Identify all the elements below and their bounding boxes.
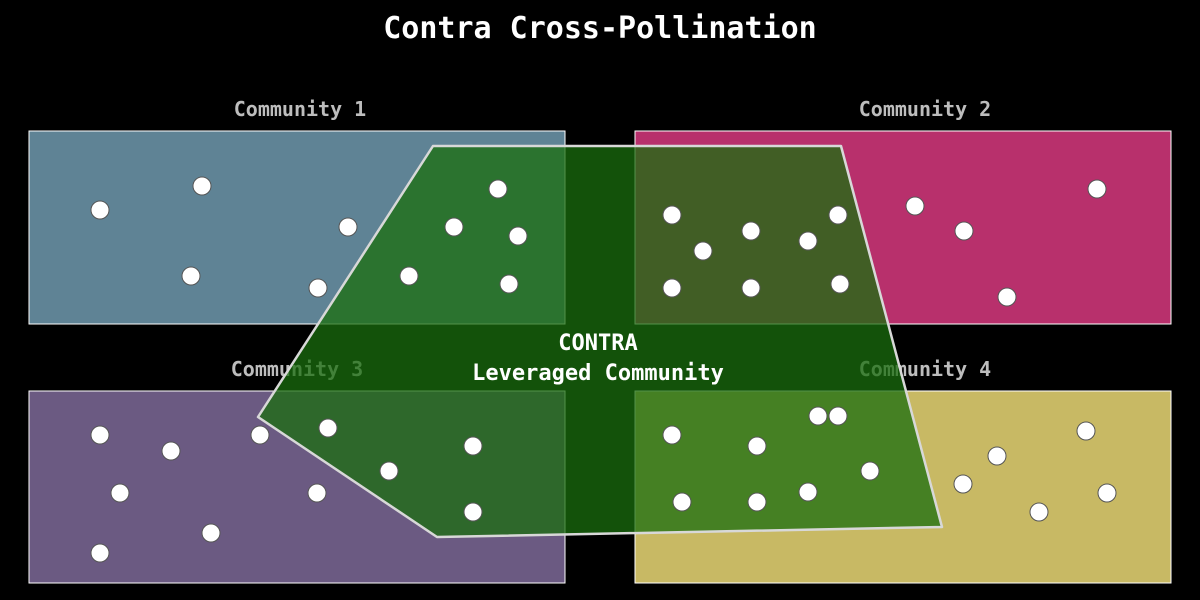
node: [953, 474, 973, 494]
node: [662, 278, 682, 298]
node: [747, 436, 767, 456]
community-2-nodes: [905, 179, 1107, 307]
node: [192, 176, 212, 196]
node: [338, 217, 358, 237]
node: [693, 241, 713, 261]
node: [828, 406, 848, 426]
community-2-label: Community 2: [859, 97, 991, 121]
page-title: Contra Cross-Pollination: [383, 11, 816, 46]
node: [318, 418, 338, 438]
contra-subtitle: Leveraged Community: [472, 361, 724, 386]
node: [662, 205, 682, 225]
node: [399, 266, 419, 286]
node: [508, 226, 528, 246]
node: [798, 231, 818, 251]
node: [662, 425, 682, 445]
node: [499, 274, 519, 294]
contra-title: CONTRA: [558, 331, 637, 356]
node: [747, 492, 767, 512]
node: [987, 446, 1007, 466]
node: [250, 425, 270, 445]
node: [90, 543, 110, 563]
node: [741, 221, 761, 241]
node: [808, 406, 828, 426]
community-1-label: Community 1: [234, 97, 366, 121]
node: [463, 436, 483, 456]
node: [90, 200, 110, 220]
node: [1087, 179, 1107, 199]
node: [379, 461, 399, 481]
node: [905, 196, 925, 216]
node: [110, 483, 130, 503]
node: [828, 205, 848, 225]
node: [201, 523, 221, 543]
node: [798, 482, 818, 502]
node: [488, 179, 508, 199]
contra-overlay: [256, 144, 944, 539]
node: [672, 492, 692, 512]
community-1-nodes: [90, 176, 358, 298]
community-4-nodes: [953, 421, 1117, 522]
node: [181, 266, 201, 286]
node: [860, 461, 880, 481]
node: [308, 278, 328, 298]
node: [90, 425, 110, 445]
node: [1029, 502, 1049, 522]
node: [1097, 483, 1117, 503]
node: [997, 287, 1017, 307]
node: [741, 278, 761, 298]
node: [463, 502, 483, 522]
node: [307, 483, 327, 503]
community-3-nodes: [90, 425, 327, 563]
node: [954, 221, 974, 241]
node: [161, 441, 181, 461]
node: [444, 217, 464, 237]
contra-nodes: [250, 179, 880, 522]
node: [830, 274, 850, 294]
node: [1076, 421, 1096, 441]
